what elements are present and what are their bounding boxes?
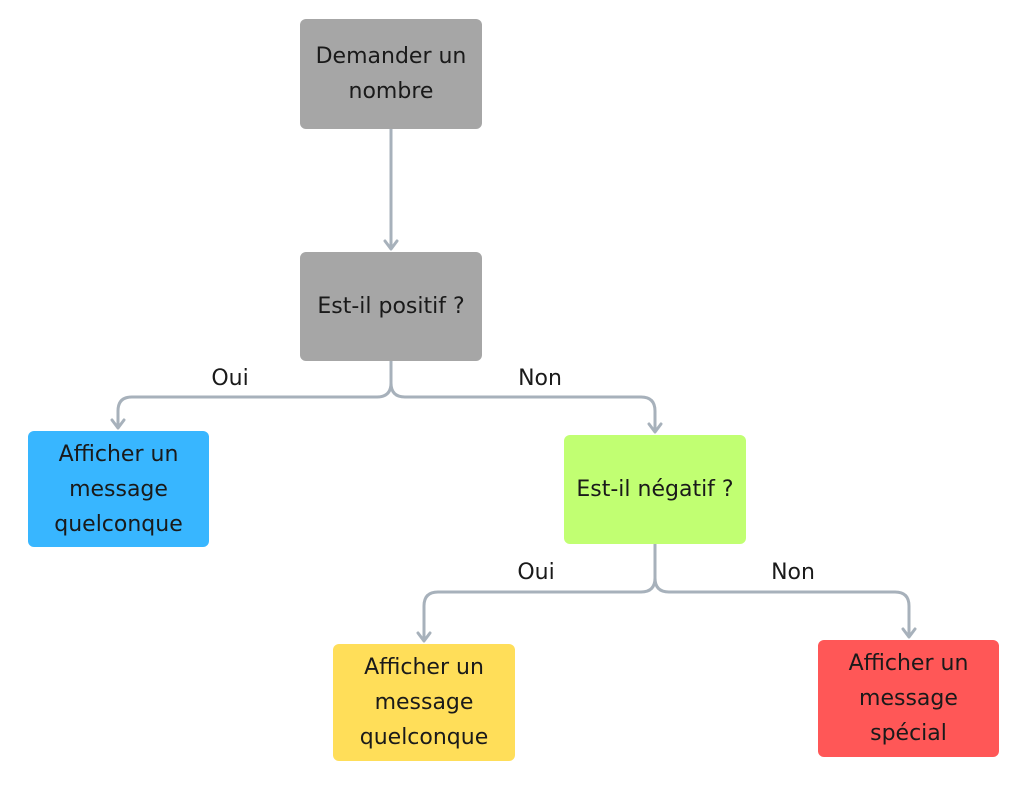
edge-label-positive-no: Non <box>518 366 562 391</box>
node-ask-number-label: Demander un nombre <box>315 44 467 104</box>
edge-label-positive-yes: Oui <box>211 366 249 391</box>
edge-label-negative-no: Non <box>771 560 815 585</box>
edge-positive-yes <box>116 359 393 429</box>
node-message-special: Afficher un message spécial <box>818 640 999 757</box>
node-ask-number: Demander un nombre <box>300 19 482 129</box>
node-message-any-2: Afficher un message quelconque <box>333 644 515 761</box>
edge-negative-no <box>653 576 911 638</box>
node-is-negative-label: Est-il négatif ? <box>576 477 734 502</box>
arrowhead-negative <box>647 422 663 434</box>
node-message-any-1: Afficher un message quelconque <box>28 431 209 547</box>
node-message-any-1-label: Afficher un message quelconque <box>54 441 183 537</box>
arrowhead-msg2 <box>416 631 432 643</box>
arrowhead-msg1 <box>110 418 126 430</box>
node-is-positive-label: Est-il positif ? <box>317 294 465 319</box>
arrowhead-positive <box>383 239 399 251</box>
node-is-negative: Est-il négatif ? <box>564 435 746 544</box>
node-message-any-2-label: Afficher un message quelconque <box>359 655 489 750</box>
node-is-positive: Est-il positif ? <box>300 252 482 361</box>
arrowhead-special <box>901 627 917 639</box>
edge-label-negative-yes: Oui <box>517 560 555 585</box>
node-message-special-label: Afficher un message spécial <box>848 651 969 746</box>
edge-positive-no <box>389 381 657 433</box>
edge-negative-yes <box>422 542 657 642</box>
